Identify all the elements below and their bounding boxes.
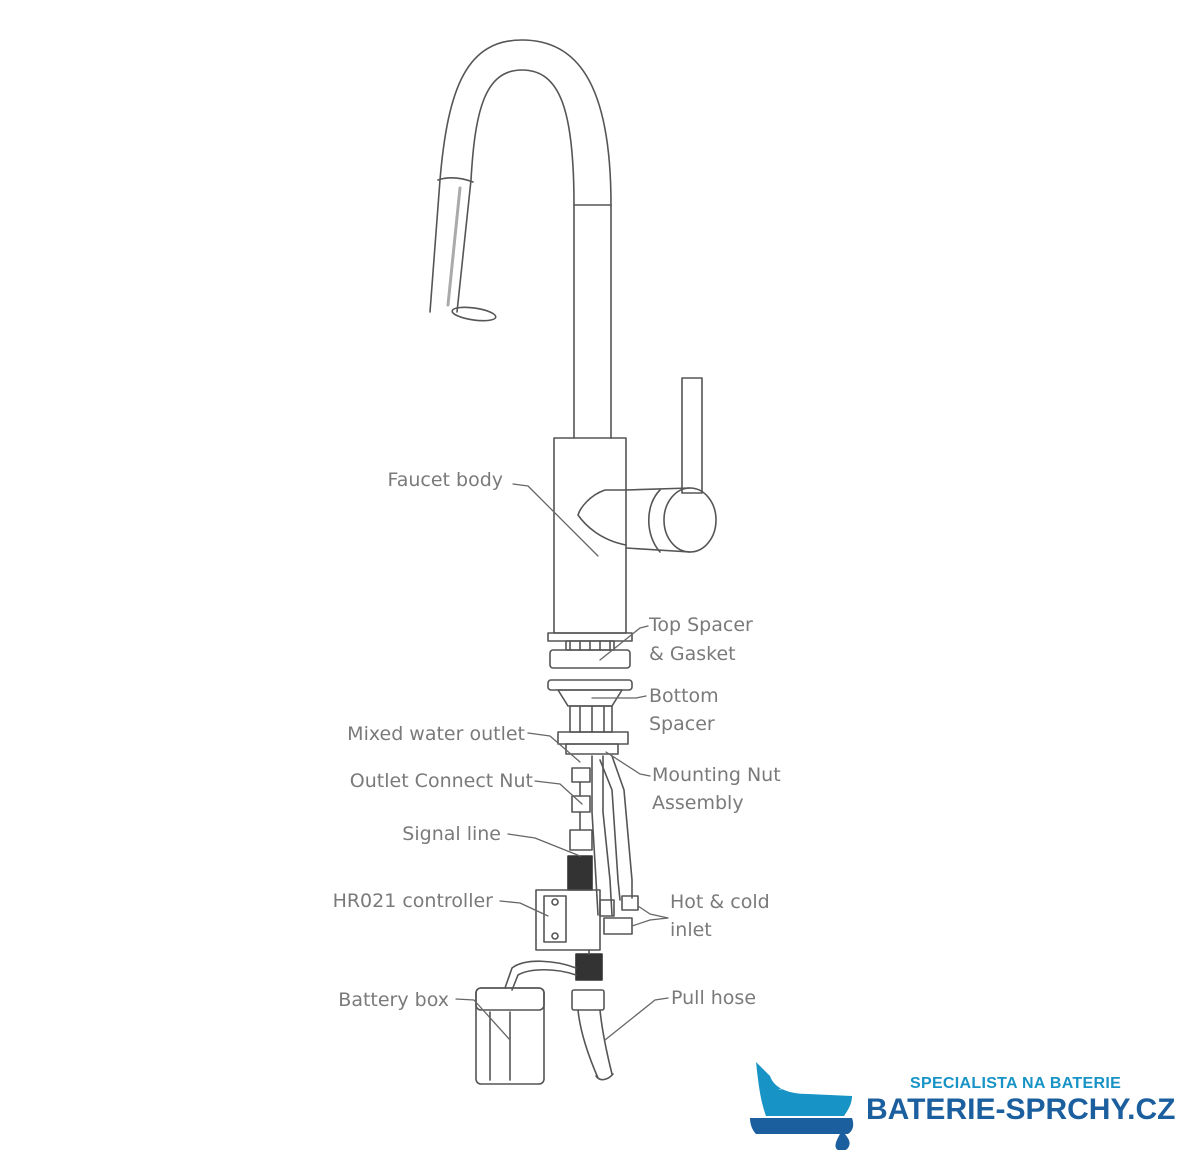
mounting-nut: [557, 731, 629, 755]
label-top-spacer-line1: Top Spacer: [649, 614, 753, 636]
label-mounting-nut-line1: Mounting Nut: [652, 764, 781, 786]
spout: [429, 39, 612, 439]
label-battery-box: Battery box: [338, 989, 449, 1011]
bottom-spacer: [547, 679, 633, 733]
inlet-hoses: [591, 755, 639, 935]
label-outlet-connect-nut: Outlet Connect Nut: [349, 770, 533, 792]
label-bottom-spacer-line1: Bottom: [649, 685, 719, 707]
label-faucet-body: Faucet body: [387, 469, 503, 491]
label-bottom-spacer-line2: Spacer: [649, 713, 715, 735]
logo-brand-name: BATERIE-SPRCHY.CZ: [866, 1093, 1176, 1126]
label-hot-cold-line2: inlet: [670, 919, 712, 941]
logo-tagline: SPECIALISTA NA BATERIE: [910, 1075, 1122, 1092]
label-top-spacer-line2: & Gasket: [649, 643, 736, 665]
label-pull-hose: Pull hose: [671, 987, 757, 1009]
handle-lever: [681, 377, 703, 494]
leader-lines: [455, 483, 669, 1041]
battery-box-shape: [475, 987, 545, 1085]
brand-logo-icon: [750, 1062, 854, 1150]
outlet-nuts: [567, 767, 593, 891]
controller-shape: [535, 889, 615, 981]
pull-hose-shape: [571, 989, 614, 1081]
label-signal-line: Signal line: [402, 823, 501, 845]
label-hot-cold-line1: Hot & cold: [670, 891, 770, 913]
battery-cable: [504, 960, 577, 989]
label-mounting-nut-line2: Assembly: [652, 792, 744, 814]
label-hr021-controller: HR021 controller: [332, 890, 493, 912]
label-mixed-water-outlet: Mixed water outlet: [347, 723, 525, 745]
top-spacer: [547, 632, 633, 669]
